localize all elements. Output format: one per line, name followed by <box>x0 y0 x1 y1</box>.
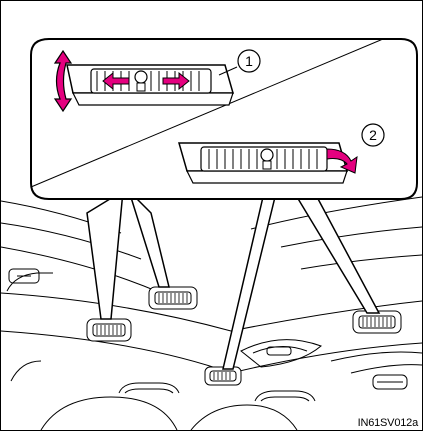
callout-number-1: 1 <box>245 53 253 69</box>
rear-vent-left-outer <box>87 319 131 341</box>
callout-leader-lines <box>87 191 379 369</box>
vent-detail-2 <box>179 143 347 183</box>
rear-vent-right <box>353 311 401 333</box>
rear-vent-left-inner <box>149 287 197 309</box>
figure-reference-code: IN61SV012a <box>358 417 418 429</box>
vent-detail-1 <box>67 65 233 105</box>
callout-marker-2: 2 <box>362 124 384 146</box>
callout-number-2: 2 <box>369 127 377 143</box>
